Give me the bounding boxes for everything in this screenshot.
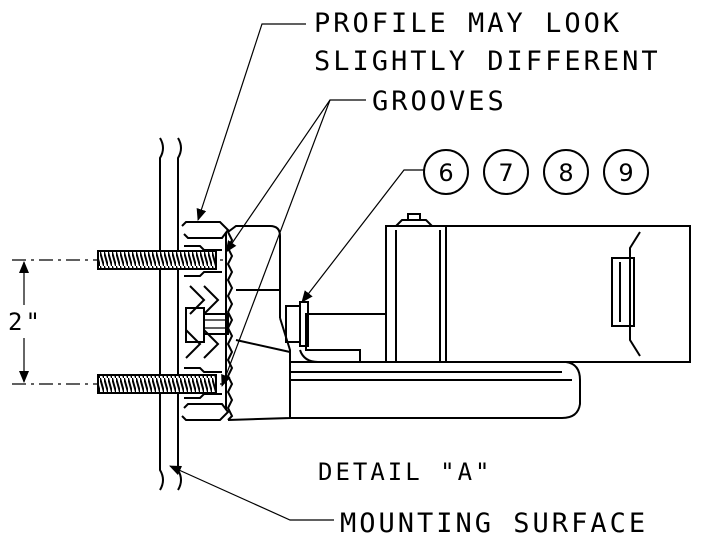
base-foot bbox=[290, 349, 581, 419]
profile-note-line1: PROFILE MAY LOOK bbox=[314, 8, 622, 39]
balloon-6 bbox=[423, 149, 469, 195]
mounting-surface-wall bbox=[159, 137, 182, 491]
dimension-2in: 2" bbox=[8, 261, 43, 383]
extrusion-profile bbox=[181, 221, 230, 421]
balloon-7 bbox=[483, 149, 529, 195]
balloon-8-label: 8 bbox=[558, 159, 573, 187]
mounting-surface-label: MOUNTING SURFACE bbox=[340, 508, 648, 539]
grooves-label: GROOVES bbox=[372, 86, 507, 117]
bolt-nut bbox=[185, 301, 309, 347]
leader-lines bbox=[169, 23, 424, 521]
centerlines bbox=[12, 259, 228, 385]
housing-body bbox=[305, 213, 691, 363]
balloon-callouts: 6 7 8 9 bbox=[423, 149, 649, 195]
threaded-stud-bottom bbox=[97, 374, 217, 394]
balloon-9-label: 9 bbox=[618, 159, 633, 187]
threaded-stud-top bbox=[97, 250, 217, 270]
detail-title: DETAIL "A" bbox=[318, 458, 493, 486]
balloon-6-label: 6 bbox=[438, 159, 453, 187]
balloon-7-label: 7 bbox=[498, 159, 513, 187]
balloon-9 bbox=[603, 149, 649, 195]
dimension-label: 2" bbox=[8, 308, 43, 336]
balloon-8 bbox=[543, 149, 589, 195]
profile-note-line2: SLIGHTLY DIFFERENT bbox=[314, 46, 661, 77]
serrated-block bbox=[226, 225, 291, 421]
